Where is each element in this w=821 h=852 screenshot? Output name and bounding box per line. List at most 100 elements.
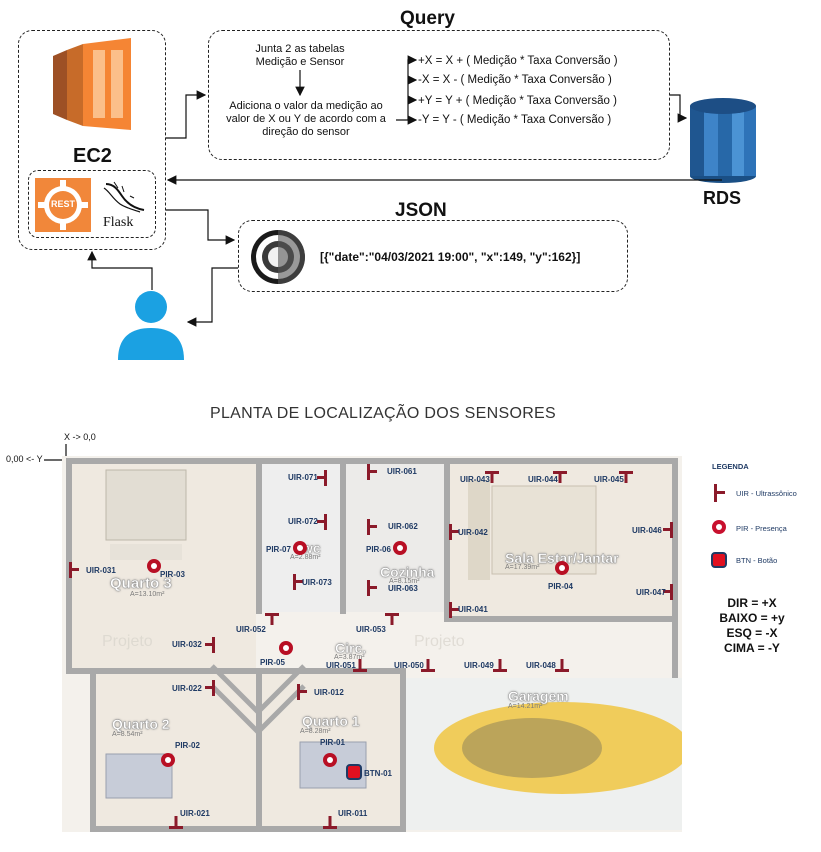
uir-label-uir-011: UIR-011 [338,809,368,818]
area-quarto-2: A=8.54m² [112,731,143,738]
room-quarto-2: Quarto 2 [112,716,170,732]
direction-left: ESQ = -X [726,626,778,640]
pir-marker-pir-04 [555,561,569,575]
uir-label-uir-049: UIR-049 [464,661,494,670]
pir-marker-pir-01 [323,753,337,767]
pir-marker-pir-06 [393,541,407,555]
uir-marker-uir-011 [323,816,337,829]
uir-marker-uir-061 [367,464,377,480]
uir-label-uir-044: UIR-044 [528,475,558,484]
uir-marker-uir-049 [493,659,507,672]
formula-plus-y: +Y = Y + ( Medição * Taxa Conversão ) [418,95,617,107]
area-cozinha: A=8.15m² [389,578,420,585]
uir-marker-uir-047 [663,584,673,600]
uir-marker-uir-021 [169,816,183,829]
legend-btn-icon [711,552,727,568]
uir-label-uir-071: UIR-071 [288,473,318,482]
uir-marker-uir-053 [385,613,399,625]
uir-marker-uir-063 [367,580,377,596]
legend-title: LEGENDA [712,462,749,471]
pir-label-pir-03: PIR-03 [160,570,185,579]
uir-marker-uir-071 [317,470,327,486]
room-quarto-3: Quarto 3 [110,575,172,592]
pir-label-pir-04: PIR-04 [548,582,573,591]
rest-icon: REST [35,178,91,232]
area-quarto-3: A=13.10m² [130,591,165,598]
legend-uir-icon [714,484,725,502]
svg-text:Projeto: Projeto [414,633,465,650]
legend-btn-text: BTN - Botão [736,556,778,565]
uir-label-uir-047: UIR-047 [636,588,666,597]
room-garagem: Garagem [508,688,569,704]
direction-list: DIR = +X BAIXO = +y ESQ = -X CIMA = -Y [712,596,792,656]
pir-marker-pir-03 [147,559,161,573]
uir-label-uir-021: UIR-021 [180,809,210,818]
area-sala: A=17.39m² [505,564,540,571]
formula-minus-y: -Y = Y - ( Medição * Taxa Conversão ) [418,114,612,126]
formula-plus-x: +X = X + ( Medição * Taxa Conversão ) [418,55,618,67]
rds-label: RDS [703,188,742,208]
query-title: Query [400,8,455,29]
api-container [28,170,156,238]
uir-label-uir-050: UIR-050 [394,661,424,670]
room-sala: Sala Estar/Jantar [505,550,619,566]
svg-text:Projeto: Projeto [102,633,153,650]
area-wc: A=2.88m² [290,554,321,561]
uir-marker-uir-052 [265,613,279,625]
legend-pir-text: PIR - Presença [736,524,787,533]
area-circ: A=3.87m² [334,654,365,661]
uir-label-uir-063: UIR-063 [388,584,418,593]
direction-down: BAIXO = +y [719,611,785,625]
axis-y-label: 0,00 <- Y [6,454,43,464]
uir-marker-uir-044 [553,471,567,483]
area-quarto-1: A=8.28m² [300,728,331,735]
plan-title: PLANTA DE LOCALIZAÇÃO DOS SENSORES [210,405,556,422]
flow-connectors [87,55,722,327]
uir-marker-uir-042 [449,524,459,540]
uir-marker-uir-073 [293,574,303,590]
room-cozinha: Cozinha [380,564,435,580]
pir-label-pir-02: PIR-02 [175,741,200,750]
uir-marker-uir-051 [353,659,367,672]
uir-label-uir-073: UIR-073 [302,578,332,587]
uir-marker-uir-045 [619,471,633,483]
rds-icon [690,98,756,183]
flask-logo-icon [103,181,145,213]
uir-marker-uir-062 [367,519,377,535]
uir-label-uir-031: UIR-031 [86,566,116,575]
pir-marker-pir-05 [279,641,293,655]
uir-label-uir-048: UIR-048 [526,661,556,670]
uir-label-uir-052: UIR-052 [236,625,266,634]
query-step-join: Junta 2 as tabelas Medição e Sensor [255,43,345,68]
json-logo-icon [251,230,305,284]
json-value: [{"date":"04/03/2021 19:00", "x":149, "y… [320,250,581,264]
room-circ: Circ. [335,640,367,656]
area-garagem: A=14.21m² [508,703,543,710]
pir-marker-pir-02 [161,753,175,767]
uir-label-uir-022: UIR-022 [172,684,202,693]
uir-label-uir-053: UIR-053 [356,625,386,634]
uir-label-uir-045: UIR-045 [594,475,624,484]
pir-label-pir-05: PIR-05 [260,658,285,667]
uir-marker-uir-031 [69,562,79,578]
uir-label-uir-041: UIR-041 [458,605,488,614]
uir-label-uir-012: UIR-012 [314,688,344,697]
pir-label-pir-01: PIR-01 [320,738,345,747]
flask-label: Flask [103,215,134,230]
query-box [208,30,670,160]
uir-label-uir-072: UIR-072 [288,517,318,526]
direction-right: DIR = +X [727,596,777,610]
uir-marker-uir-012 [297,684,307,700]
uir-label-uir-042: UIR-042 [458,528,488,537]
floor-plan: Projeto Projeto [62,456,682,832]
pir-marker-pir-07 [293,541,307,555]
uir-label-uir-061: UIR-061 [387,467,417,476]
uir-marker-uir-043 [485,471,499,483]
uir-marker-uir-046 [663,522,673,538]
room-quarto-1: Quarto 1 [302,713,360,729]
ec2-container [18,30,166,250]
uir-marker-uir-048 [555,659,569,672]
rest-text: REST [51,199,76,209]
uir-marker-uir-050 [421,659,435,672]
